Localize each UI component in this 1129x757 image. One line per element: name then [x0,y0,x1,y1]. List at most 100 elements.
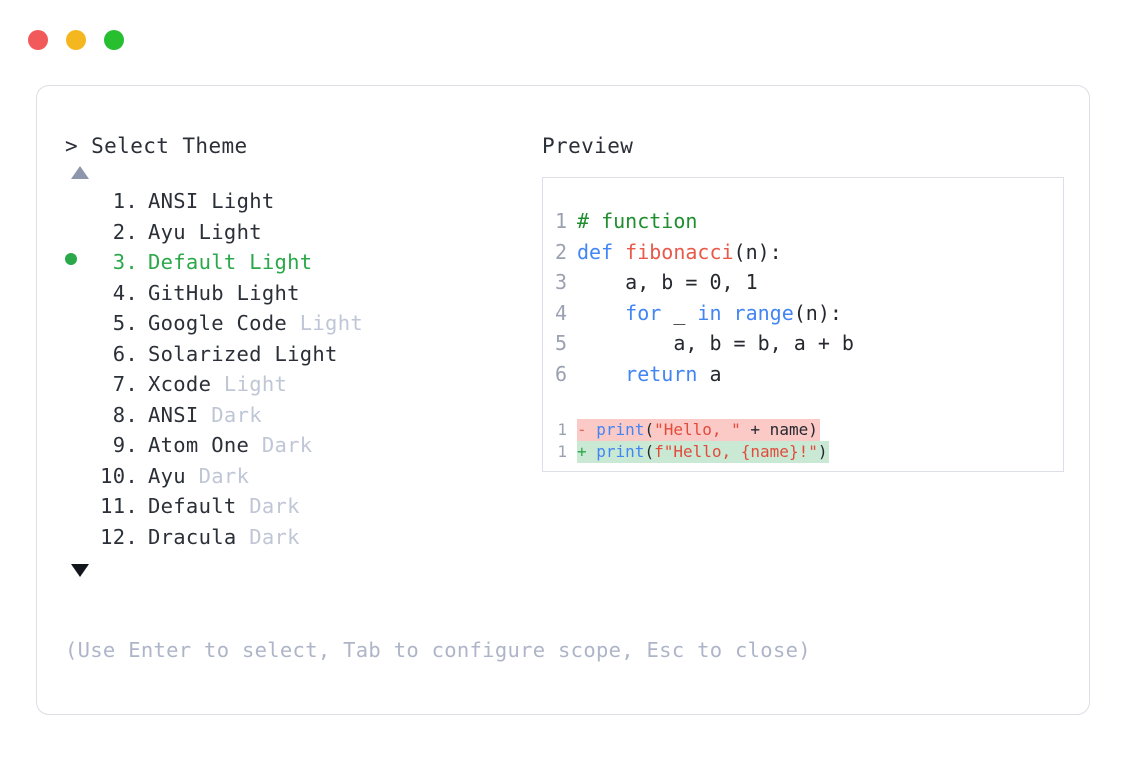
maximize-button[interactable] [104,30,124,50]
theme-item-name: Atom One [148,433,250,457]
theme-list-item[interactable]: 1. ANSI Light [65,189,525,220]
theme-list-item[interactable]: 11. Default Dark [65,494,525,525]
code-line: 2 def fibonacci(n): [543,237,1063,268]
theme-item-variant: Dark [261,433,313,457]
theme-item-variant: Light [223,372,288,396]
code-line-content: a, b = b, a + b [577,328,854,359]
theme-item-name: ANSI [148,189,199,213]
theme-list-item[interactable]: 6. Solarized Light [65,342,525,373]
line-number: 1 [554,209,567,233]
diff-line-number: 1 [557,442,567,461]
code-token-plain: a, b = b, a + b [577,331,854,355]
diff-line-del: 1- print("Hello, " + name) [543,419,1063,441]
theme-item-name: Solarized [148,341,262,366]
theme-list-item[interactable]: 2. Ayu Light [65,220,525,251]
theme-item-name: ANSI [148,402,199,427]
line-number: 3 [554,270,567,294]
theme-item-name: GitHub [148,280,224,305]
theme-item-name: Ayu [148,219,186,244]
theme-item-variant: Light [274,341,338,366]
code-line: 1 # function [543,206,1063,237]
code-token-plain: a [697,361,722,386]
theme-item-name: Dracula [148,524,237,549]
diff-block: 1- print("Hello, " + name)1+ print(f"Hel… [543,419,1063,463]
selected-bullet-icon [65,253,94,265]
theme-item-variant: Light [299,311,363,335]
select-theme-prompt: > Select Theme [65,134,248,158]
window-controls [28,30,124,50]
code-token-keyword: print [596,420,645,439]
theme-item-variant: Dark [249,494,300,518]
keyboard-hint: (Use Enter to select, Tab to configure s… [65,638,811,662]
code-token-plain [577,301,625,325]
code-token-string: "Hello, " [654,420,741,439]
theme-item-name: Default [148,250,237,274]
code-token-string: f"Hello, {name}!" [654,442,818,461]
selected-dot-icon [65,253,77,265]
close-button[interactable] [28,30,48,50]
line-number: 2 [554,239,567,264]
code-token-plain: + name) [740,420,818,439]
theme-item-index: 1. [100,189,138,213]
theme-item-index: 6. [100,341,138,366]
code-token-plain: a, b = 0, 1 [577,270,758,294]
triangle-up-icon[interactable] [71,166,89,179]
theme-item-name: Google Code [148,311,288,335]
code-line-content: # function [577,206,697,237]
theme-list-item[interactable]: 7. Xcode Light [65,372,525,403]
theme-item-variant: Light [198,219,262,244]
code-line-content: a, b = 0, 1 [577,267,758,298]
theme-item-index: 2. [100,219,138,244]
theme-list-item[interactable]: 8. ANSI Dark [65,403,525,434]
code-token-plain: ( [644,420,655,439]
theme-item-variant: Dark [198,463,250,488]
code-token-keyword: return [625,361,698,386]
code-token-plain: ( [644,442,655,461]
diff-line-content: + print(f"Hello, {name}!") [577,441,830,463]
theme-item-name: Default [148,494,237,518]
code-token-keyword: for [625,300,662,325]
code-token-plain [577,362,625,386]
code-line: 3 a, b = 0, 1 [543,267,1063,298]
code-token-keyword: def [577,239,626,264]
diff-marker-add: + [577,442,597,461]
code-token-keyword: print [596,442,645,461]
code-line-content: return a [577,359,722,390]
theme-item-variant: Light [249,250,313,274]
theme-item-index: 9. [100,433,138,457]
line-number: 4 [554,300,567,325]
theme-item-index: 4. [100,280,138,305]
theme-item-index: 7. [100,372,138,396]
theme-item-name: Xcode [148,372,212,396]
code-token-keyword: in range [697,300,794,325]
line-number: 6 [554,361,567,386]
diff-line-add: 1 + print(f"Hello, {name}!") [543,441,1063,463]
code-token-fn: fibonacci [625,239,734,264]
minimize-button[interactable] [66,30,86,50]
code-line: 6 return a [543,359,1063,390]
theme-item-variant: Light [211,189,275,213]
theme-item-index: 11. [100,494,138,518]
diff-marker-del: - [577,420,597,439]
triangle-down-icon[interactable] [71,564,89,577]
theme-item-index: 8. [100,402,138,427]
theme-item-variant: Dark [211,402,262,427]
code-token-plain: (n): [793,300,842,325]
theme-item-variant: Dark [249,524,300,549]
theme-list-item[interactable]: 5. Google Code Light [65,311,525,342]
diff-line-content: - print("Hello, " + name) [577,419,820,441]
code-line-content: def fibonacci(n): [577,237,782,268]
code-line-content: for _ in range(n): [577,298,842,329]
theme-item-index: 5. [100,311,138,335]
theme-list-item[interactable]: 9. Atom One Dark [65,433,525,464]
